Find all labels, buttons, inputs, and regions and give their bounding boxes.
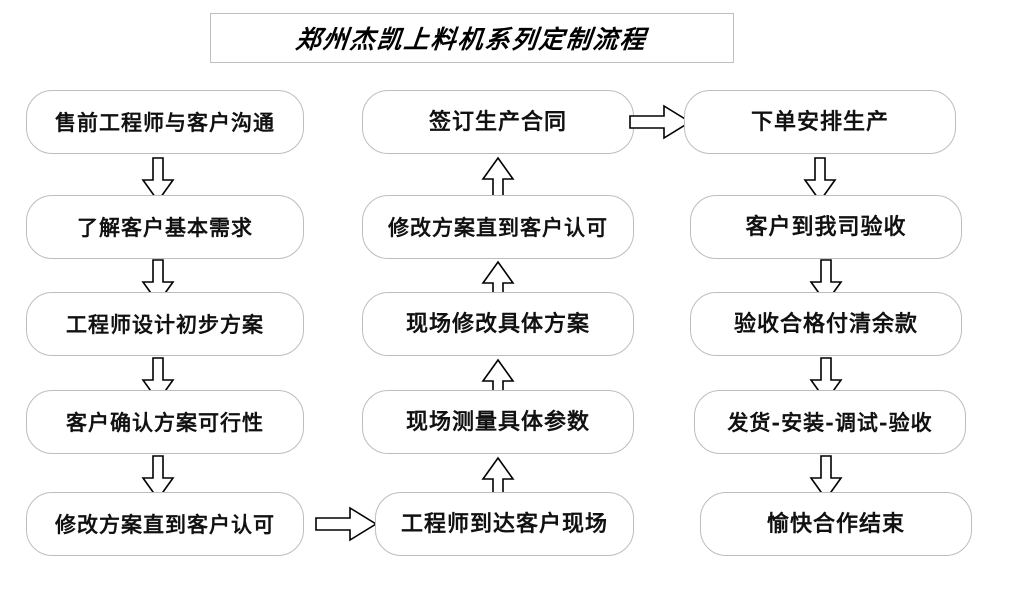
node-onsite-revise-plan[interactable]: 现场修改具体方案 bbox=[362, 292, 634, 356]
node-label: 修改方案直到客户认可 bbox=[388, 214, 608, 240]
node-label: 愉快合作结束 bbox=[766, 511, 905, 537]
node-revise-until-approved-middle[interactable]: 修改方案直到客户认可 bbox=[362, 195, 634, 259]
node-customer-confirm-feasibility[interactable]: 客户确认方案可行性 bbox=[26, 390, 304, 454]
arrow-down-l4-l5 bbox=[140, 455, 176, 501]
node-sign-production-contract[interactable]: 签订生产合同 bbox=[362, 90, 634, 154]
node-cooperation-successfully-ends[interactable]: 愉快合作结束 bbox=[700, 492, 972, 556]
node-delivery-install-debug-accept[interactable]: 发货-安装-调试-验收 bbox=[694, 390, 966, 454]
arrow-down-l1-l2 bbox=[140, 157, 176, 203]
node-place-order-schedule-production[interactable]: 下单安排生产 bbox=[684, 90, 956, 154]
node-label: 修改方案直到客户认可 bbox=[55, 511, 275, 537]
node-label: 客户到我司验收 bbox=[745, 214, 907, 240]
arrow-right-l5-m5 bbox=[315, 506, 378, 542]
arrow-down-r1-r2 bbox=[802, 157, 838, 203]
node-pay-balance-after-acceptance[interactable]: 验收合格付清余款 bbox=[690, 292, 962, 356]
node-presales-communication[interactable]: 售前工程师与客户沟通 bbox=[26, 90, 304, 154]
node-onsite-measure-parameters[interactable]: 现场测量具体参数 bbox=[362, 390, 634, 454]
node-label: 下单安排生产 bbox=[750, 109, 889, 135]
node-label: 现场测量具体参数 bbox=[405, 409, 590, 435]
arrow-right-m1-r1 bbox=[629, 104, 692, 140]
node-understand-requirements[interactable]: 了解客户基本需求 bbox=[26, 195, 304, 259]
node-revise-until-approved-left[interactable]: 修改方案直到客户认可 bbox=[26, 492, 304, 556]
node-label: 签订生产合同 bbox=[428, 109, 567, 135]
node-label: 工程师设计初步方案 bbox=[66, 311, 264, 337]
node-label: 验收合格付清余款 bbox=[733, 311, 918, 337]
arrow-down-r4-r5 bbox=[808, 455, 844, 501]
node-label: 了解客户基本需求 bbox=[77, 214, 253, 240]
node-engineer-arrives-onsite[interactable]: 工程师到达客户现场 bbox=[375, 492, 634, 556]
node-label: 售前工程师与客户沟通 bbox=[55, 109, 275, 135]
node-label: 客户确认方案可行性 bbox=[66, 409, 264, 435]
node-label: 发货-安装-调试-验收 bbox=[727, 409, 933, 435]
diagram-title-box: 郑州杰凯上料机系列定制流程 bbox=[210, 13, 734, 63]
node-engineer-initial-design[interactable]: 工程师设计初步方案 bbox=[26, 292, 304, 356]
node-label: 工程师到达客户现场 bbox=[400, 511, 608, 537]
diagram-title: 郑州杰凯上料机系列定制流程 bbox=[294, 25, 649, 54]
node-customer-inspection-at-factory[interactable]: 客户到我司验收 bbox=[690, 195, 962, 259]
node-label: 现场修改具体方案 bbox=[405, 311, 590, 337]
